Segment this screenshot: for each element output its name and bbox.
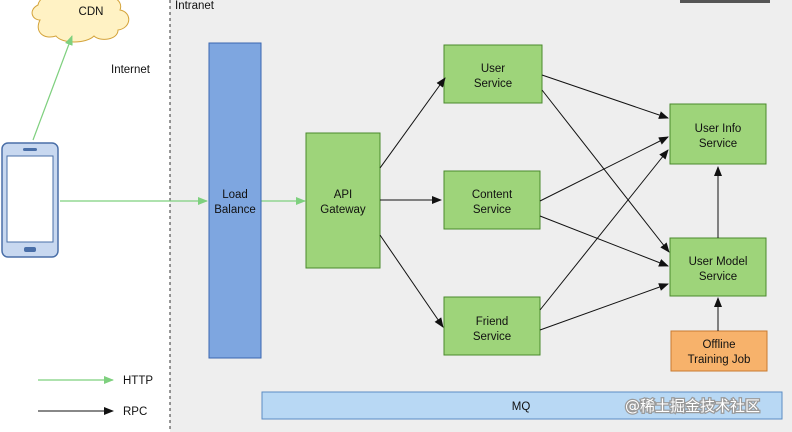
api-gateway-label-2: Gateway <box>320 204 366 216</box>
mq-node: MQ <box>261 391 783 420</box>
arrow-phone-to-cdn <box>32 35 73 141</box>
user-info-service-node: User Info Service <box>669 103 767 165</box>
arrow-user-service-to-user-info <box>541 74 669 119</box>
arrow-user-service-to-user-model <box>541 89 670 253</box>
legend-http-label: HTTP <box>123 375 153 387</box>
legend-rpc-label: RPC <box>123 406 147 418</box>
content-service-label-1: Content <box>472 189 513 201</box>
content-service-node: Content Service <box>443 170 541 230</box>
user-service-label-1: User <box>481 63 505 75</box>
load-balance-node: Load Balance <box>208 42 262 359</box>
cdn-cloud: CDN <box>31 0 130 43</box>
legend: HTTP RPC <box>38 375 153 418</box>
user-model-service-node: User Model Service <box>669 237 767 297</box>
watermark-text: @稀土掘金技术社区 <box>625 397 760 415</box>
load-balance-label-1: Load <box>222 189 248 201</box>
friend-service-node: Friend Service <box>443 296 541 356</box>
friend-service-label-1: Friend <box>476 316 509 328</box>
offline-training-job-node: Offline Training Job <box>670 330 768 372</box>
arrow-friend-service-to-user-model <box>539 283 669 331</box>
offline-training-job-label-1: Offline <box>702 339 735 351</box>
user-info-service-label-2: Service <box>699 138 737 150</box>
content-service-label-2: Service <box>473 204 511 216</box>
api-gateway-node: API Gateway <box>305 132 381 269</box>
user-service-label-2: Service <box>474 78 512 90</box>
phone-icon <box>1 142 59 258</box>
user-model-service-label-1: User Model <box>689 256 748 268</box>
user-model-service-label-2: Service <box>699 271 737 283</box>
internet-label: Internet <box>111 64 151 76</box>
arrow-content-service-to-user-info <box>539 136 669 202</box>
intranet-label: Intranet <box>175 0 215 12</box>
user-info-service-label-1: User Info <box>695 123 742 135</box>
arrow-content-service-to-user-model <box>539 215 669 267</box>
cdn-label: CDN <box>79 6 104 18</box>
friend-service-label-2: Service <box>473 331 511 343</box>
api-gateway-label-1: API <box>334 189 353 201</box>
top-strip <box>680 0 770 3</box>
arrow-friend-service-to-user-info <box>539 149 669 311</box>
mq-label: MQ <box>512 401 531 413</box>
arrow-gateway-to-friend-service <box>379 234 444 328</box>
load-balance-label-2: Balance <box>214 204 256 216</box>
offline-training-job-label-2: Training Job <box>688 354 751 366</box>
arrow-gateway-to-user-service <box>379 77 446 169</box>
user-service-node: User Service <box>443 44 543 104</box>
